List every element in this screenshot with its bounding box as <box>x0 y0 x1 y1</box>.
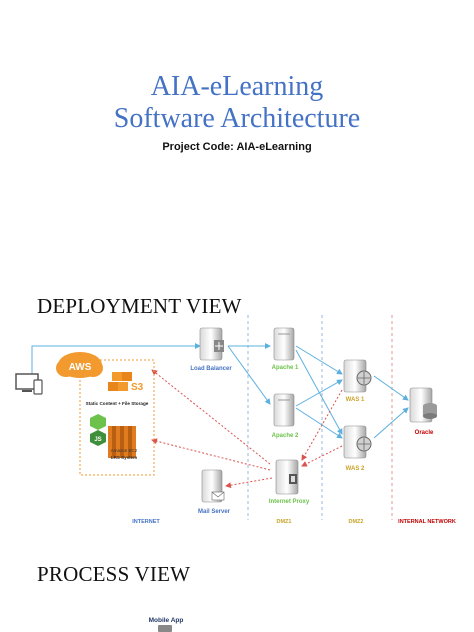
ec2-label: Amazon EC2 <box>111 448 138 453</box>
load-balancer-server-icon <box>199 327 224 361</box>
connections <box>31 343 409 489</box>
mail-server-label: Mail Server <box>198 509 231 515</box>
lrs-label: LRS System <box>111 455 137 460</box>
load-balancer-label: Load Balancer <box>190 366 232 372</box>
mobile-app-label: Mobile App <box>149 617 184 624</box>
aws-label: AWS <box>69 362 92 373</box>
aws-cloud-icon <box>56 352 103 378</box>
client-devices-icon <box>15 373 43 395</box>
zone-dividers <box>247 315 393 520</box>
static-storage-label: Static Content + File Storage <box>86 401 149 406</box>
was1-label: WAS 1 <box>346 397 365 403</box>
apache2-label: Apache 2 <box>272 433 299 439</box>
internet-proxy-server-icon <box>275 459 299 495</box>
internet-proxy-label: Internet Proxy <box>269 499 310 505</box>
project-code: Project Code: AIA-eLearning <box>162 141 312 153</box>
apache1-label: Apache 1 <box>272 365 299 371</box>
ec2-icon <box>108 426 136 458</box>
title-line-1: AIA-eLearning <box>150 71 324 102</box>
process-diagram: Mobile App <box>149 617 184 632</box>
s3-bucket-icon <box>108 372 132 391</box>
svg-text:JS: JS <box>94 437 101 443</box>
mobile-device-icon <box>158 625 172 632</box>
deployment-diagram: AWS S3 Static Content + File Storage JS … <box>15 315 456 525</box>
apache1-server-icon <box>273 327 295 361</box>
nodejs-icon: JS <box>90 414 106 446</box>
zone-dmz1-label: DMZ1 <box>277 519 292 525</box>
s3-label: S3 <box>131 382 144 393</box>
oracle-database-icon <box>409 387 437 423</box>
was1-server-icon <box>343 359 372 393</box>
title-line-2: Software Architecture <box>113 103 361 134</box>
zone-internal-label: INTERNAL NETWORK <box>398 519 456 525</box>
deployment-view-heading: DEPLOYMENT VIEW <box>37 294 242 318</box>
zone-internet-label: INTERNET <box>132 519 160 525</box>
was2-server-icon <box>343 425 372 459</box>
zone-dmz2-label: DMZ2 <box>349 519 364 525</box>
process-view-heading: PROCESS VIEW <box>37 562 191 586</box>
mail-server-icon <box>201 469 225 503</box>
apache2-server-icon <box>273 393 295 427</box>
aws-region-box <box>79 359 155 476</box>
oracle-label: Oracle <box>415 430 434 436</box>
was2-label: WAS 2 <box>346 466 365 472</box>
